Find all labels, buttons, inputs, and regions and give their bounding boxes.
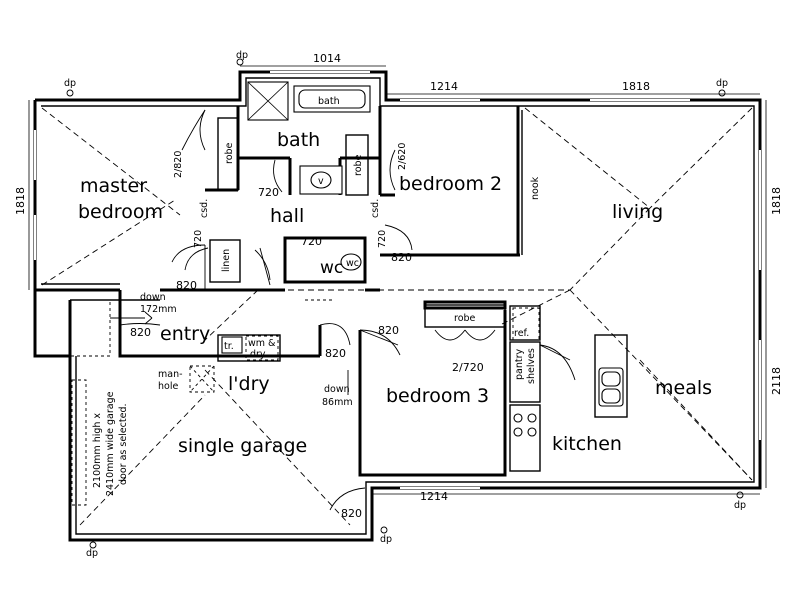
- fixture-label-manhole-1: man-: [158, 369, 183, 380]
- note-down-86-1: down: [324, 384, 350, 395]
- downpipe-label: dp: [86, 548, 98, 559]
- room-label-entry: entry: [160, 323, 210, 345]
- fixture-label-linen: linen: [221, 249, 232, 272]
- door-label-bed2-820: 820: [391, 251, 412, 264]
- room-label-laundry: l'dry: [228, 373, 270, 395]
- room-label-master: master: [80, 175, 147, 197]
- fixture-label-robe-bed2: robe: [353, 154, 364, 176]
- note-down-86-2: 86mm: [322, 397, 353, 408]
- door-label-bed3-820: 820: [378, 324, 399, 337]
- door-label-linen-820: 820: [176, 279, 197, 292]
- note-garage-door-1: 2100mm high x: [92, 413, 103, 488]
- room-label-living: living: [612, 201, 663, 223]
- room-label-meals: meals: [655, 377, 712, 399]
- fixture-label-manhole-2: hole: [158, 381, 178, 392]
- door-label-csd-720-right: 720: [377, 230, 388, 248]
- fixture-label-wm: wm &: [248, 338, 276, 349]
- fixture-label-robe-bed3: robe: [454, 313, 476, 324]
- note-garage-door-2: 2410mm wide garage: [105, 391, 116, 496]
- room-label-wc: wc: [320, 258, 343, 278]
- garage-door-outline: [71, 379, 87, 506]
- room-label-bedroom: bedroom: [78, 201, 163, 223]
- entry-step-outline: [69, 299, 111, 357]
- room-label-bedroom-2: bedroom 2: [399, 173, 502, 195]
- dim-right-bottom: 2118: [770, 367, 783, 395]
- dim-top-right: 1818: [622, 80, 650, 93]
- fixture-label-nook: nook: [530, 176, 541, 200]
- door-label-laundry-820: 820: [325, 347, 346, 360]
- door-label-entry-820: 820: [130, 326, 151, 339]
- manhole-shape: [189, 365, 215, 393]
- note-garage-door-3: door as selected.: [118, 404, 129, 486]
- downpipe-label: dp: [64, 78, 76, 89]
- fixture-label-pantry: pantry: [514, 348, 525, 380]
- fixture-label-vanity: v: [318, 176, 324, 187]
- fixture-label-fridge: ref.: [514, 328, 529, 339]
- vanity-shape: [299, 165, 343, 195]
- dim-right-top: 1818: [770, 187, 783, 215]
- room-label-hall: hall: [270, 205, 304, 227]
- fixture-label-csd-left: csd.: [199, 199, 210, 218]
- door-label-bed2: 2/620: [397, 143, 408, 170]
- door-label-master: 2/820: [173, 151, 184, 178]
- interior-walls: [205, 106, 628, 477]
- fridge-shape: [512, 307, 540, 341]
- downpipe-label: dp: [380, 534, 392, 545]
- downpipe-label: dp: [236, 50, 248, 61]
- roof-hatch-lines: [41, 107, 753, 526]
- downpipe-label: dp: [734, 500, 746, 511]
- door-label-csd-720-left: 720: [193, 230, 204, 248]
- fixture-label-csd-right: csd.: [370, 199, 381, 218]
- note-down-172-2: 172mm: [140, 304, 177, 315]
- room-label-bath: bath: [277, 129, 320, 151]
- note-down-172-1: down: [140, 292, 166, 303]
- fixture-label-bath: bath: [318, 96, 340, 107]
- dim-top-mid: 1214: [430, 80, 458, 93]
- fixture-label-robe-master: robe: [224, 142, 235, 164]
- fixture-label-wc: wc: [346, 258, 359, 269]
- fixtures: [69, 81, 624, 506]
- room-label-bedroom-3: bedroom 3: [386, 385, 489, 407]
- washing-machine-shape: [245, 335, 279, 361]
- dimension-lines: [28, 65, 767, 495]
- room-label-single-garage: single garage: [178, 435, 307, 457]
- door-label-garage-820: 820: [341, 507, 362, 520]
- fixture-label-tub: tr.: [224, 341, 234, 352]
- room-label-kitchen: kitchen: [552, 433, 622, 455]
- fixture-label-dry: dry.: [250, 349, 267, 360]
- dim-bottom: 1214: [420, 490, 448, 503]
- door-label-robe3-720: 2/720: [452, 361, 484, 374]
- door-swings: [110, 109, 576, 511]
- downpipe-label: dp: [716, 78, 728, 89]
- outer-walls: [33, 70, 762, 542]
- fixture-label-shelves: shelves: [526, 348, 537, 384]
- door-label-hall-720: 720: [258, 186, 279, 199]
- dim-top-bath: 1014: [313, 52, 341, 65]
- door-label-wc-720: 720: [301, 235, 322, 248]
- dim-left: 1818: [14, 187, 27, 215]
- downpipe-markers: [66, 58, 744, 549]
- wc-pan-shape: [340, 253, 362, 271]
- laundry-tub-shape: [221, 336, 243, 354]
